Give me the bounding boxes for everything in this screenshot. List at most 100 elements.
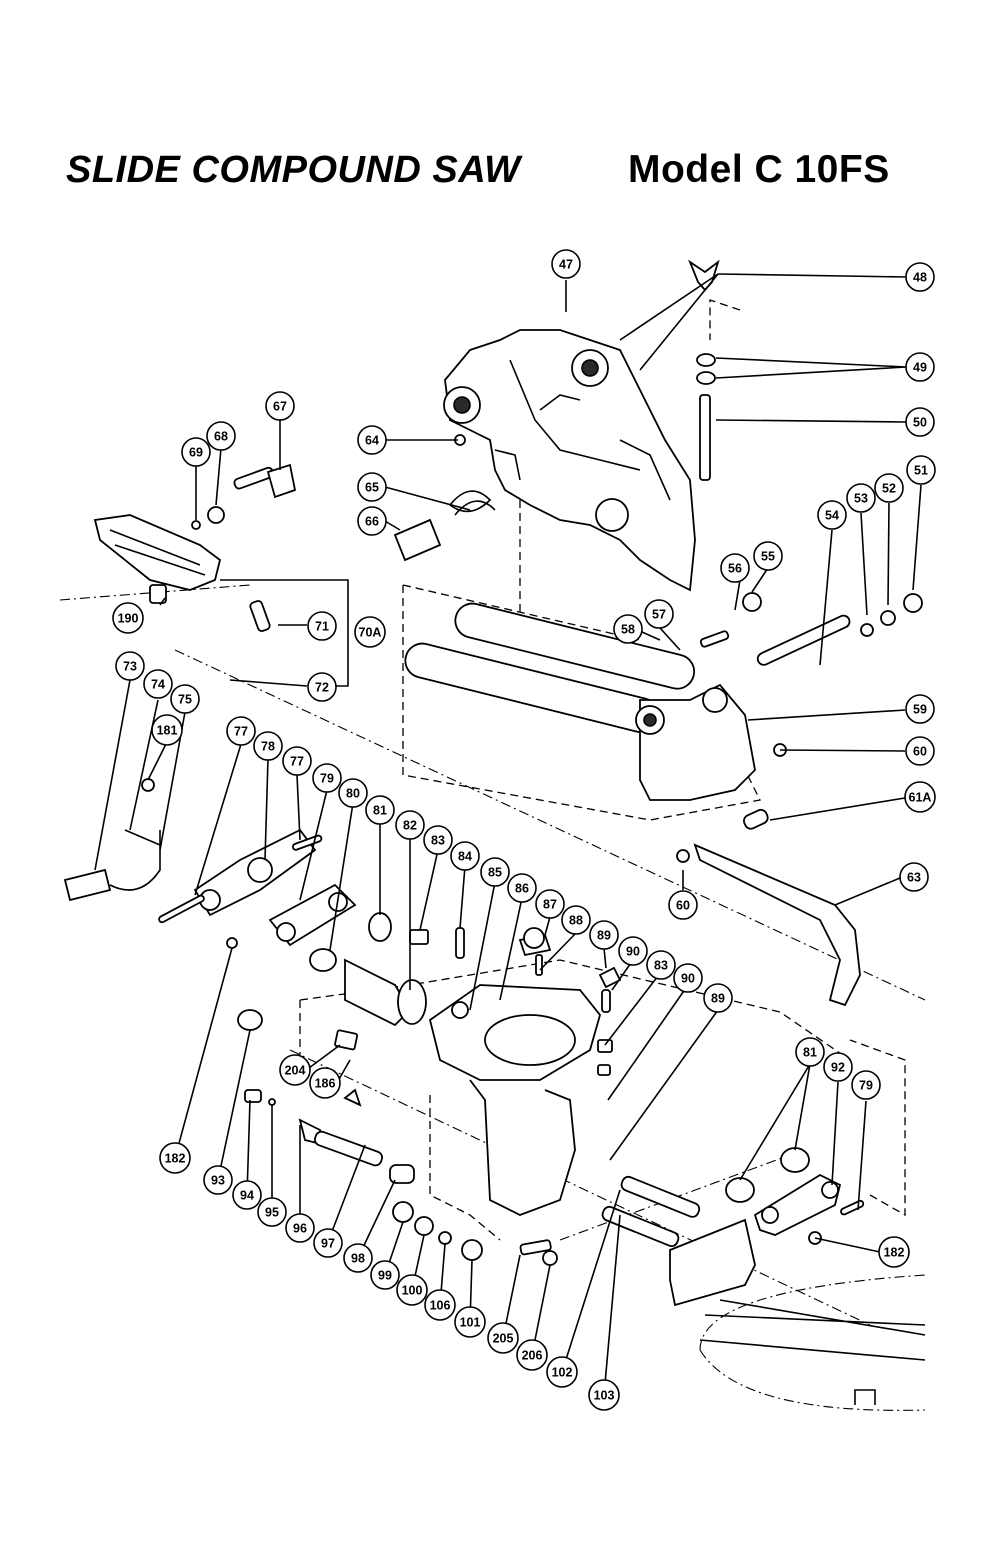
callout-circle bbox=[396, 1274, 428, 1306]
part-callout-60: 60 bbox=[905, 736, 935, 766]
callout-label: 93 bbox=[211, 1174, 225, 1188]
part-callout-98: 98 bbox=[343, 1243, 373, 1273]
callout-label: 182 bbox=[165, 1152, 186, 1166]
callout-circle bbox=[644, 599, 674, 629]
callout-circle bbox=[265, 391, 295, 421]
callout-circle bbox=[480, 857, 510, 887]
callout-label: 89 bbox=[711, 992, 725, 1006]
part-callout-102: 102 bbox=[546, 1356, 578, 1388]
part-callout-67: 67 bbox=[265, 391, 295, 421]
part-callout-99: 99 bbox=[370, 1260, 400, 1290]
part-callout-53: 53 bbox=[846, 483, 876, 513]
shaft-assembly bbox=[676, 259, 923, 1007]
callout-label: 85 bbox=[488, 866, 502, 880]
callout-circle bbox=[226, 716, 256, 746]
callout-circle bbox=[312, 763, 342, 793]
part-callout-61a: 61A bbox=[904, 781, 936, 813]
callout-label: 55 bbox=[761, 550, 775, 564]
part-callout-72: 72 bbox=[307, 672, 337, 702]
motor-bracket bbox=[344, 927, 622, 1216]
callout-circle bbox=[253, 731, 283, 761]
part-callout-182: 182 bbox=[878, 1236, 910, 1268]
part-callout-78: 78 bbox=[253, 731, 283, 761]
callout-circle bbox=[668, 890, 698, 920]
callout-label: 57 bbox=[652, 608, 666, 622]
part-callout-70a: 70A bbox=[354, 616, 386, 648]
callout-label: 190 bbox=[118, 612, 139, 626]
callout-label: 56 bbox=[728, 562, 742, 576]
part-callout-79: 79 bbox=[851, 1070, 881, 1100]
callout-circle bbox=[507, 873, 537, 903]
callout-label: 83 bbox=[431, 834, 445, 848]
callout-label: 79 bbox=[859, 1079, 873, 1093]
part-callout-68: 68 bbox=[206, 421, 236, 451]
part-callout-93: 93 bbox=[203, 1165, 233, 1195]
callout-circle bbox=[159, 1142, 191, 1174]
callout-circle bbox=[646, 950, 676, 980]
diagram-title: SLIDE COMPOUND SAW bbox=[66, 149, 521, 191]
callout-label: 73 bbox=[123, 660, 137, 674]
part-callout-89: 89 bbox=[703, 983, 733, 1013]
callout-circle bbox=[846, 483, 876, 513]
callout-circle bbox=[143, 669, 173, 699]
part-callout-57: 57 bbox=[644, 599, 674, 629]
callout-label: 59 bbox=[913, 703, 927, 717]
callout-label: 47 bbox=[559, 258, 573, 272]
callout-circle bbox=[357, 472, 387, 502]
bottom-parts bbox=[237, 1009, 701, 1266]
part-callout-205: 205 bbox=[487, 1322, 519, 1354]
part-callout-81: 81 bbox=[795, 1037, 825, 1067]
callout-circle bbox=[338, 778, 368, 808]
callout-label: 98 bbox=[351, 1252, 365, 1266]
callout-label: 206 bbox=[522, 1349, 543, 1363]
part-callout-86: 86 bbox=[507, 873, 537, 903]
part-callout-75: 75 bbox=[170, 684, 200, 714]
callout-label: 81 bbox=[373, 804, 387, 818]
callout-label: 106 bbox=[430, 1299, 451, 1313]
callout-circle bbox=[206, 421, 236, 451]
callout-circle bbox=[282, 746, 312, 776]
part-callout-90: 90 bbox=[673, 963, 703, 993]
part-callout-81: 81 bbox=[365, 795, 395, 825]
callout-label: 87 bbox=[543, 898, 557, 912]
callout-label: 72 bbox=[315, 681, 329, 695]
callout-label: 84 bbox=[458, 850, 472, 864]
callout-label: 92 bbox=[831, 1061, 845, 1075]
callout-label: 204 bbox=[285, 1064, 306, 1078]
callout-circle bbox=[613, 614, 643, 644]
callout-circle bbox=[546, 1356, 578, 1388]
callout-label: 89 bbox=[597, 929, 611, 943]
callout-label: 82 bbox=[403, 819, 417, 833]
callout-label: 66 bbox=[365, 515, 379, 529]
callout-circle bbox=[703, 983, 733, 1013]
callout-circle bbox=[365, 795, 395, 825]
part-callout-182: 182 bbox=[159, 1142, 191, 1174]
callout-circle bbox=[454, 1306, 486, 1338]
callout-circle bbox=[618, 936, 648, 966]
callout-circle bbox=[309, 1067, 341, 1099]
callout-label: 65 bbox=[365, 481, 379, 495]
callout-label: 49 bbox=[913, 361, 927, 375]
part-callout-88: 88 bbox=[561, 905, 591, 935]
callout-circle bbox=[313, 1228, 343, 1258]
callout-circle bbox=[906, 455, 936, 485]
part-callout-94: 94 bbox=[232, 1180, 262, 1210]
part-callout-47: 47 bbox=[551, 249, 581, 279]
part-callout-92: 92 bbox=[823, 1052, 853, 1082]
callout-circle bbox=[170, 684, 200, 714]
part-callout-87: 87 bbox=[535, 889, 565, 919]
callout-label: 100 bbox=[402, 1284, 423, 1298]
callout-circle bbox=[905, 694, 935, 724]
callout-label: 83 bbox=[654, 959, 668, 973]
callout-circle bbox=[561, 905, 591, 935]
part-callout-89: 89 bbox=[589, 920, 619, 950]
part-callout-71: 71 bbox=[307, 611, 337, 641]
callout-label: 79 bbox=[320, 772, 334, 786]
callout-label: 181 bbox=[157, 724, 178, 738]
callout-circle bbox=[370, 1260, 400, 1290]
callout-label: 60 bbox=[676, 899, 690, 913]
part-callout-97: 97 bbox=[313, 1228, 343, 1258]
callout-circle bbox=[285, 1213, 315, 1243]
part-callout-77: 77 bbox=[226, 716, 256, 746]
